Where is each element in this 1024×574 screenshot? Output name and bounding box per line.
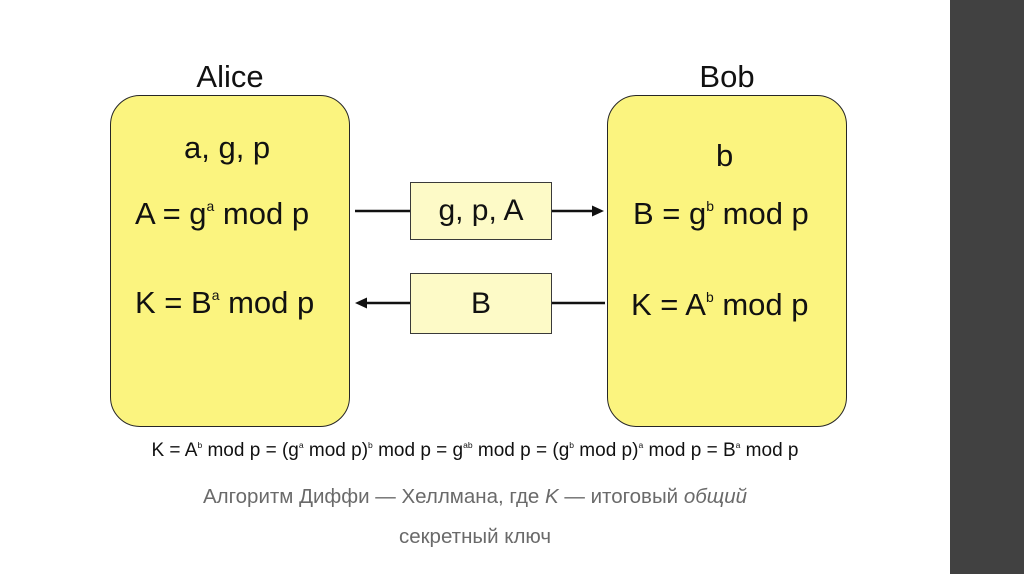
formula-part-8: mod p <box>740 440 799 461</box>
bob-box <box>607 95 847 427</box>
formula-exp-1: b <box>197 439 203 450</box>
bob-params: b <box>716 138 734 173</box>
formula-exp-4: ab <box>463 439 473 450</box>
alice-box <box>110 95 350 427</box>
caption-text-2: — итоговый <box>558 485 684 508</box>
formula-exp-7: a <box>735 439 741 450</box>
alice-public-key-mod: mod p <box>214 196 310 231</box>
formula-part-7: mod p = B <box>643 440 736 461</box>
caption-text-1: Алгоритм Диффи — Хеллмана, где <box>202 485 546 508</box>
alice-public-key-base: A = g <box>135 196 207 231</box>
alice-shared-key-base: K = B <box>135 285 212 320</box>
alice-shared-key-exponent: a <box>211 286 220 303</box>
alice-title: Alice <box>196 59 264 94</box>
formula-part-5: mod p = (g <box>472 440 570 461</box>
bob-public-key-base: B = g <box>633 196 707 231</box>
bob-shared-key-mod: mod p <box>713 287 809 322</box>
message-to-alice-box: B <box>410 273 552 334</box>
bob-shared-key: K = Ab mod p <box>631 289 809 320</box>
key-derivation-formula: K = Ab mod p = (ga mod p)b mod p = gab m… <box>0 441 950 460</box>
bob-public-key: B = gb mod p <box>633 198 809 229</box>
alice-params: a, g, p <box>184 130 271 165</box>
caption-line-2: секретный ключ <box>398 525 552 548</box>
arrow-to-alice-head <box>355 297 367 309</box>
formula-part-4: mod p = g <box>372 440 464 461</box>
formula-part-3: mod p) <box>303 440 369 461</box>
formula-exp-3: b <box>368 439 373 450</box>
formula-exp-6: a <box>638 439 644 450</box>
bob-public-key-exponent: b <box>706 197 715 214</box>
alice-shared-key-mod: mod p <box>219 285 315 320</box>
caption-key-symbol: K <box>545 485 559 508</box>
formula-exp-2: a <box>298 439 304 450</box>
alice-public-key-exponent: a <box>206 197 215 214</box>
bob-shared-key-exponent: b <box>705 288 714 305</box>
alice-shared-key: K = Ba mod p <box>135 287 314 318</box>
formula-part-6: mod p) <box>574 440 639 461</box>
bob-public-key-mod: mod p <box>714 196 809 231</box>
bob-title: Bob <box>699 59 755 94</box>
caption-italic-word: общий <box>683 485 748 508</box>
formula-part-2: mod p = (g <box>202 440 299 461</box>
side-panel <box>950 0 1024 574</box>
arrow-to-bob-head <box>592 205 604 217</box>
formula-part-1: K = A <box>151 440 198 461</box>
formula-exp-5: b <box>569 439 575 450</box>
message-to-bob-box: g, p, A <box>410 182 552 240</box>
bob-shared-key-base: K = A <box>631 287 706 322</box>
caption-line-1: Алгоритм Диффи — Хеллмана, где K — итого… <box>0 485 950 508</box>
slide: Alice a, g, p A = ga mod p K = Ba mod p … <box>0 59 950 548</box>
alice-public-key: A = ga mod p <box>135 198 309 229</box>
